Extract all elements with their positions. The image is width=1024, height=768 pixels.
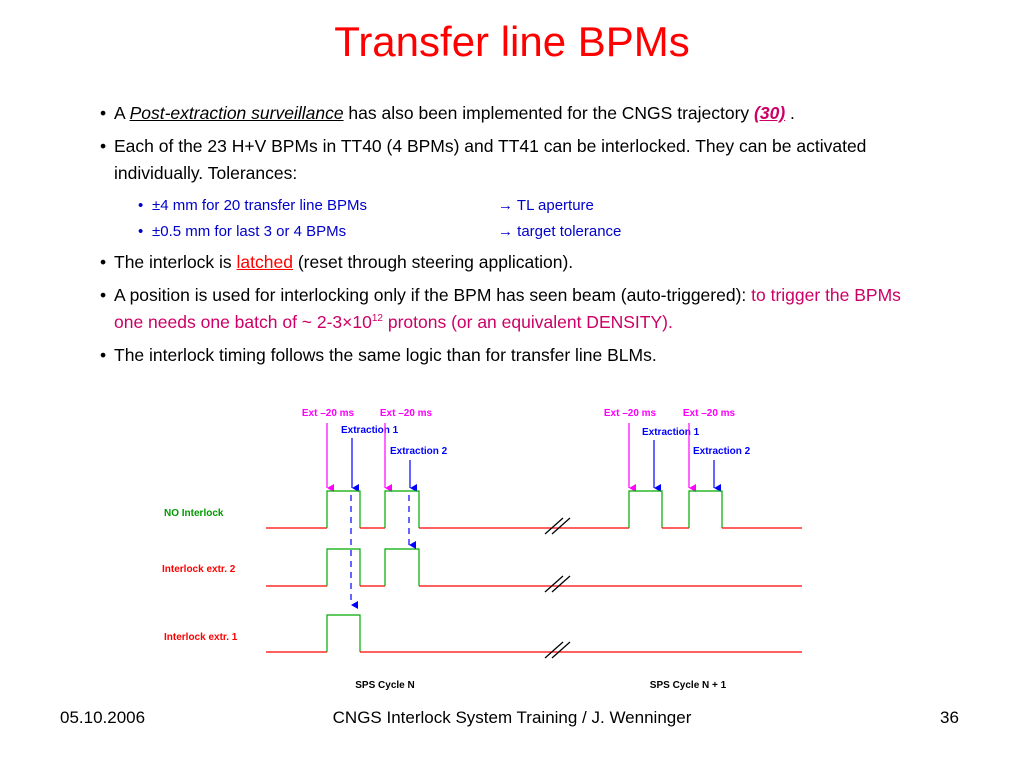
latched-link[interactable]: latched bbox=[236, 252, 293, 272]
bullet-dot: • bbox=[100, 285, 107, 305]
arrow-icon: → bbox=[498, 197, 513, 214]
pulse bbox=[326, 548, 361, 586]
ext-label: Ext –20 ms bbox=[604, 408, 657, 419]
extraction-label: Extraction 2 bbox=[390, 446, 448, 457]
extraction-label: Extraction 2 bbox=[693, 446, 751, 457]
break-mark bbox=[544, 517, 564, 535]
bullet-text: The interlock is bbox=[114, 252, 237, 272]
slide-title: Transfer line BPMs bbox=[334, 18, 690, 65]
break-mark bbox=[544, 641, 564, 659]
signal-row-interlock-extr-2 bbox=[266, 548, 802, 593]
pulse bbox=[628, 490, 663, 528]
bullet-text: A position is used for interlocking only… bbox=[114, 285, 752, 305]
break-mark bbox=[551, 641, 571, 659]
trigger-note: to trigger the BPMs one needs one batch … bbox=[114, 285, 901, 332]
tolerance-target: TL aperture bbox=[516, 197, 594, 214]
ext-label: Ext –20 ms bbox=[683, 408, 736, 419]
signal-row-interlock-extr-1 bbox=[266, 614, 802, 659]
bullet-dot: • bbox=[138, 197, 144, 214]
break-mark bbox=[551, 575, 571, 593]
break-mark bbox=[551, 517, 571, 535]
pulse bbox=[688, 490, 723, 528]
bullet-dot: • bbox=[100, 345, 107, 365]
bullet-text: . bbox=[785, 103, 795, 123]
bullet-text: A bbox=[114, 103, 130, 123]
pulse bbox=[326, 490, 361, 528]
break-mark bbox=[544, 575, 564, 593]
extraction-label: Extraction 1 bbox=[642, 427, 700, 438]
tolerance-text: ±4 mm for 20 transfer line BPMs bbox=[152, 197, 367, 214]
cycle-label: SPS Cycle N bbox=[355, 680, 414, 691]
trigger-note: protons (or an equivalent DENSITY). bbox=[382, 312, 673, 332]
bullet-post-extraction: • A Post-extraction surveillance has als… bbox=[100, 100, 930, 127]
row-label: Interlock extr. 1 bbox=[164, 632, 238, 643]
pulse bbox=[326, 614, 361, 652]
bullet-auto-trigger: • A position is used for interlocking on… bbox=[100, 282, 930, 336]
row-label: Interlock extr. 2 bbox=[162, 564, 236, 575]
ext-label: Ext –20 ms bbox=[302, 408, 355, 419]
bullet-dot: • bbox=[100, 136, 107, 156]
post-extraction-link[interactable]: Post-extraction surveillance bbox=[129, 103, 344, 123]
bullet-dot: • bbox=[100, 252, 107, 272]
cycle-label: SPS Cycle N + 1 bbox=[650, 680, 727, 691]
pulse bbox=[384, 548, 420, 586]
sub-bullet-tl-aperture: • ±4 mm for 20 transfer line BPMs → TL ap… bbox=[138, 193, 930, 219]
footer-center: CNGS Interlock System Training / J. Wenn… bbox=[332, 708, 692, 727]
ext-label: Ext –20 ms bbox=[380, 408, 433, 419]
bullet-text: (reset through steering application). bbox=[292, 252, 574, 272]
bullet-list: • A Post-extraction surveillance has als… bbox=[100, 100, 930, 375]
signal-row-no-interlock bbox=[266, 490, 802, 535]
reference-link[interactable]: (30) bbox=[754, 103, 786, 123]
tolerance-text: ±0.5 mm for last 3 or 4 BPMs bbox=[152, 223, 347, 240]
pulse bbox=[384, 490, 420, 528]
page-number: 36 bbox=[940, 708, 959, 727]
bullet-dot: • bbox=[138, 223, 144, 240]
arrow-icon: → bbox=[498, 223, 513, 240]
footer-date: 05.10.2006 bbox=[60, 708, 146, 727]
bullet-text: The interlock timing follows the same lo… bbox=[114, 345, 657, 365]
bullet-timing: • The interlock timing follows the same … bbox=[100, 342, 930, 369]
row-label: NO Interlock bbox=[164, 508, 224, 519]
bullet-latched: • The interlock is latched (reset throug… bbox=[100, 249, 930, 276]
bullet-bpm-count: • Each of the 23 H+V BPMs in TT40 (4 BPM… bbox=[100, 133, 930, 187]
exponent: 12 bbox=[371, 313, 383, 325]
bullet-text: has also been implemented for the CNGS t… bbox=[343, 103, 755, 123]
extraction-label: Extraction 1 bbox=[341, 425, 399, 436]
sub-bullet-target-tolerance: • ±0.5 mm for last 3 or 4 BPMs → target t… bbox=[138, 219, 930, 245]
tolerance-target: target tolerance bbox=[517, 223, 622, 240]
bullet-dot: • bbox=[100, 103, 107, 123]
bullet-text: Each of the 23 H+V BPMs in TT40 (4 BPMs)… bbox=[114, 136, 867, 183]
